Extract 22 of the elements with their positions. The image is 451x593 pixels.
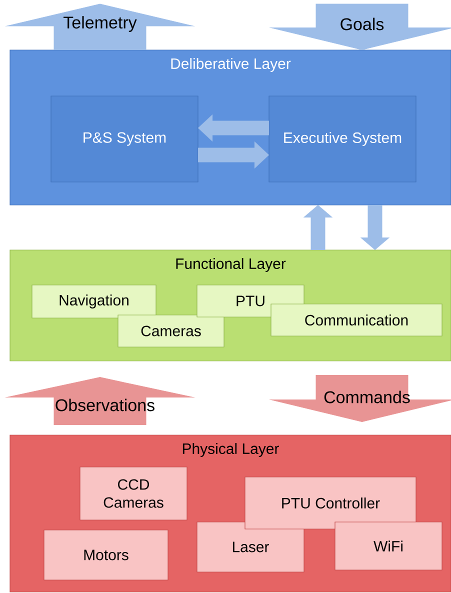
block-arrow xyxy=(198,142,269,168)
module-box: Cameras xyxy=(118,314,224,348)
block-arrow xyxy=(270,375,451,422)
module-box: Navigation xyxy=(32,284,156,318)
device-box: Laser xyxy=(196,522,304,572)
system-box: P&S System xyxy=(50,96,198,182)
block-arrow xyxy=(6,377,194,425)
block-arrow xyxy=(270,4,451,50)
block-arrow xyxy=(304,205,332,250)
block-arrow xyxy=(198,114,269,142)
edge-label: Telemetry xyxy=(64,16,137,32)
edge-label: Commands xyxy=(324,390,410,404)
module-box: Communication xyxy=(270,304,442,336)
edge-label: Goals xyxy=(340,18,384,30)
block-arrow xyxy=(360,205,390,250)
edge-label: Observations xyxy=(56,398,154,412)
block-arrow xyxy=(6,4,194,50)
device-box: WiFi xyxy=(334,522,442,570)
device-box: Motors xyxy=(44,530,168,580)
device-box: CCD Cameras xyxy=(80,466,188,520)
system-box: Executive System xyxy=(268,96,416,182)
device-box: PTU Controller xyxy=(244,476,416,530)
